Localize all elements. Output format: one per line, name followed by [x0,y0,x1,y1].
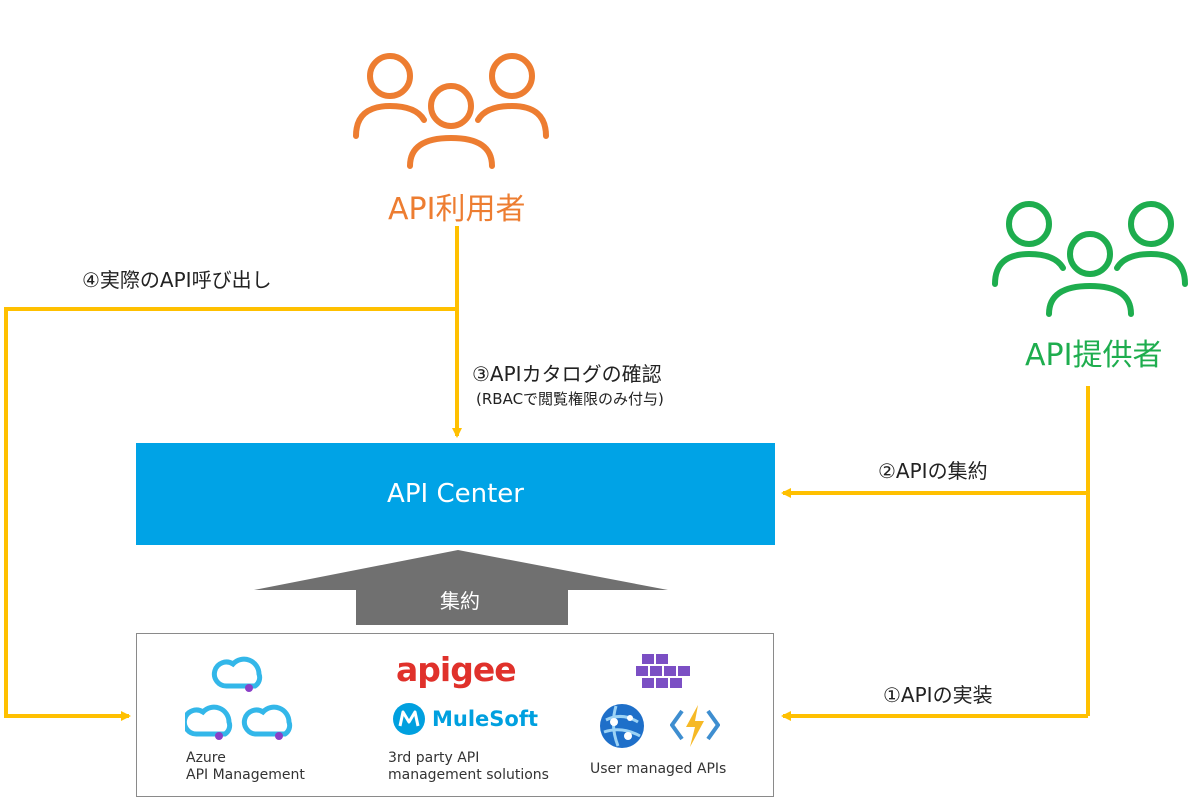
step-implement-label: ①APIの実装 [883,683,993,707]
user-managed-label: User managed APIs [590,761,727,777]
azure-label-line2: API Management [186,767,305,783]
step-catalog-note: (RBACで閲覧権限のみ付与) [476,390,664,408]
provider-group [985,194,1195,328]
provider-label: API提供者 [1025,338,1163,373]
mulesoft-logo-text: MuleSoft [432,707,539,731]
api-center-label: API Center [387,479,524,509]
third-party-label-line2: management solutions [388,767,549,783]
consumer-group [346,46,556,180]
apigee-logo: apigee [396,650,517,689]
step-aggregate-label: ②APIの集約 [878,459,988,483]
kubernetes-cubes-icon [636,654,690,688]
mulesoft-logo-icon [393,703,425,735]
consumer-label: API利用者 [388,192,526,227]
aggregate-arrow-label: 集約 [440,589,480,613]
step-catalog-label: ③APIカタログの確認 [472,362,662,386]
third-party-label: 3rd party API management solutions [388,750,549,784]
api-call-arrow [4,307,457,721]
api-center-box: API Center [136,443,775,545]
functions-bolt-icon [670,705,720,747]
app-service-globe-icon [600,704,644,748]
api-management-cloud-icon [185,656,293,740]
step-call-label: ④実際のAPI呼び出し [82,268,272,292]
people-group-icon [353,53,549,169]
azure-label: Azure API Management [186,750,305,784]
azure-label-line1: Azure [186,750,226,766]
aggregate-arrow-shape [254,550,668,625]
third-party-label-line1: 3rd party API [388,750,480,766]
people-group-icon [992,201,1188,317]
